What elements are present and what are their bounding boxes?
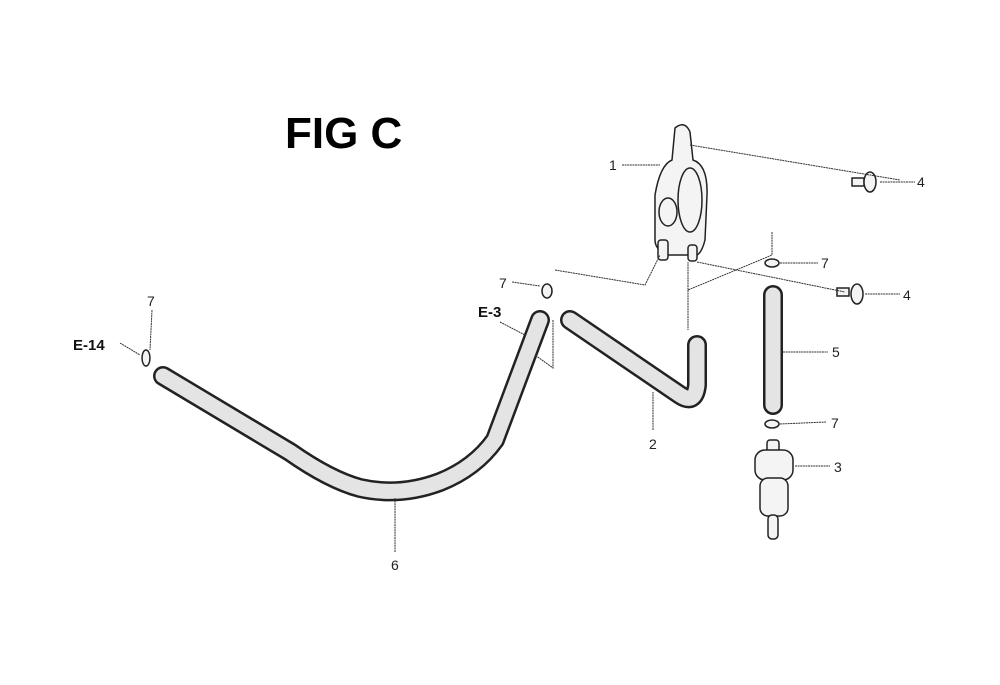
- clip-lower-right: [764, 419, 780, 429]
- fuel-pump: [654, 124, 708, 262]
- callout-4-lower: 4: [903, 287, 911, 303]
- callout-7-upper-right: 7: [821, 255, 829, 271]
- bolt-upper: [851, 171, 877, 193]
- callout-6: 6: [391, 557, 399, 573]
- hose-pump-out: [560, 310, 707, 409]
- callout-5: 5: [832, 344, 840, 360]
- figure-title: FIG C: [285, 109, 402, 158]
- callout-2: 2: [649, 436, 657, 452]
- leader-lines: [119, 144, 915, 552]
- clip-left: [141, 349, 151, 367]
- callout-7-left: 7: [147, 293, 155, 309]
- hose-long: [153, 310, 550, 502]
- clip-upper-right: [764, 258, 780, 268]
- callout-4-upper: 4: [917, 174, 925, 190]
- fuel-filter: [754, 439, 794, 540]
- reference-e14: E-14: [73, 337, 105, 354]
- reference-e3: E-3: [478, 304, 501, 321]
- callout-3: 3: [834, 459, 842, 475]
- callout-7-lower-right: 7: [831, 415, 839, 431]
- callout-7-mid: 7: [499, 275, 507, 291]
- clip-mid: [541, 283, 553, 299]
- callout-1: 1: [609, 157, 617, 173]
- bolt-lower: [836, 283, 864, 305]
